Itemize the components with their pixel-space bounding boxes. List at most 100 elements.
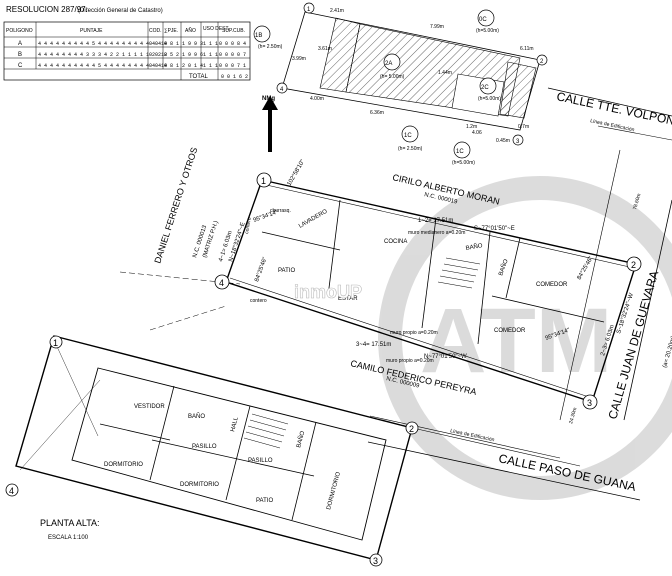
svg-text:2: 2	[409, 424, 414, 434]
svg-text:DORMITORIO: DORMITORIO	[180, 482, 219, 488]
svg-text:2C: 2C	[481, 85, 489, 91]
svg-text:A: A	[18, 41, 22, 47]
svg-text:0 0 0 7 1: 0 0 0 7 1	[219, 63, 246, 69]
upper-floor-scale: ESCALA 1:100	[48, 535, 89, 541]
svg-text:Línea de Edificación: Línea de Edificación	[450, 428, 496, 443]
svg-text:2: 2	[631, 260, 636, 270]
svg-text:S~77°01'50"~E: S~77°01'50"~E	[474, 226, 515, 232]
svg-text:DORMITORIO: DORMITORIO	[326, 471, 342, 510]
svg-text:1.44m: 1.44m	[438, 70, 452, 76]
brand-watermark: inmoUP	[294, 282, 363, 303]
svg-text:muro propio a=0.20m: muro propio a=0.20m	[390, 330, 438, 336]
svg-text:1C: 1C	[456, 149, 464, 155]
svg-text:contero: contero	[250, 298, 267, 304]
svg-text:BAÑO: BAÑO	[188, 413, 205, 420]
upper-floor-plan: VESTIDOR BAÑO HALL BAÑO PASILLO PASILLO …	[5, 335, 419, 567]
svg-text:∑PJE.: ∑PJE.	[164, 28, 178, 34]
svg-text:2.41m: 2.41m	[330, 8, 344, 14]
svg-text:SUP.CUB.: SUP.CUB.	[222, 28, 245, 34]
svg-text:(h= 2.50m): (h= 2.50m)	[258, 44, 283, 50]
svg-text:3.61m: 3.61m	[318, 46, 332, 52]
street-guevara: CALLE JUAN DE GUEVARA	[605, 269, 661, 421]
upper-floor-title: PLANTA ALTA:	[40, 518, 100, 528]
svg-text:inmoUP: inmoUP	[294, 282, 362, 302]
svg-text:ESTAR: ESTAR	[338, 296, 358, 302]
svg-text:muro medianero a=0.20m: muro medianero a=0.20m	[408, 230, 465, 236]
svg-text:1 9 9 3: 1 9 9 3	[182, 41, 203, 47]
svg-text:0 0 1: 0 0 1	[149, 41, 164, 47]
svg-text:PASILLO: PASILLO	[192, 444, 217, 450]
svg-text:95°34'14": 95°34'14"	[253, 209, 279, 223]
svg-text:0 0 1: 0 0 1	[149, 52, 164, 58]
svg-text:DANIEL FERRERO Y OTROS: DANIEL FERRERO Y OTROS	[152, 146, 199, 265]
svg-text:1~2= 17.51m: 1~2= 17.51m	[418, 218, 453, 224]
svg-text:0.45m: 0.45m	[496, 138, 510, 144]
svg-text:4 4 4 4 4 4 4 4 4 5 4 4 4 4 4: 4 4 4 4 4 4 4 4 4 5 4 4 4 4 4 4 4 4 4 4 …	[38, 41, 167, 47]
resolution-table: RESOLUCION 287/97: (Dirección General de…	[3, 5, 251, 81]
svg-text:POLIGONO: POLIGONO	[6, 28, 33, 34]
svg-text:3: 3	[373, 556, 378, 566]
svg-text:4 4 4 4 4 4 4 4 3 3 3 4 2 2 1: 4 4 4 4 4 4 4 4 3 3 3 4 2 2 1 1 1 1 1 2 …	[38, 52, 167, 58]
svg-text:COMEDOR: COMEDOR	[536, 282, 568, 288]
svg-text:1: 1	[261, 176, 266, 186]
svg-text:DORMITORIO: DORMITORIO	[104, 462, 143, 468]
svg-text:churrasq.: churrasq.	[270, 208, 291, 214]
svg-text:1.2m: 1.2m	[466, 124, 477, 130]
svg-text:0.7m: 0.7m	[518, 124, 529, 130]
svg-text:0 0 1: 0 0 1	[149, 63, 164, 69]
svg-text:1 1 1: 1 1 1	[203, 63, 218, 69]
svg-text:102°58'10": 102°58'10"	[287, 159, 307, 187]
svg-text:6.11m: 6.11m	[520, 46, 534, 52]
svg-text:2A: 2A	[385, 61, 392, 67]
svg-text:7.99m: 7.99m	[430, 24, 444, 30]
svg-text:1B: 1B	[255, 33, 262, 39]
svg-text:BAÑO: BAÑO	[295, 430, 306, 449]
svg-text:1: 1	[307, 7, 311, 13]
svg-text:HALL: HALL	[230, 416, 240, 433]
svg-text:COCINA: COCINA	[384, 239, 407, 245]
north-arrow-icon: NMg	[262, 96, 278, 152]
svg-text:(h=5.00m): (h=5.00m)	[476, 28, 499, 34]
svg-text:C: C	[18, 63, 23, 69]
watermark-text: ATM	[420, 290, 612, 392]
svg-text:4: 4	[219, 278, 224, 288]
svg-text:muro propio a=0.20m: muro propio a=0.20m	[386, 358, 434, 364]
svg-text:1 1 1: 1 1 1	[203, 41, 218, 47]
svg-text:4: 4	[9, 486, 14, 496]
svg-text:COD.: COD.	[149, 28, 162, 34]
svg-text:0 0 0 0 7: 0 0 0 0 7	[219, 52, 246, 58]
svg-text:0C: 0C	[479, 17, 487, 23]
svg-text:N~77°01'50"~W: N~77°01'50"~W	[424, 354, 467, 360]
svg-text:0 0 0 8 4: 0 0 0 8 4	[219, 41, 246, 47]
svg-text:B: B	[18, 52, 22, 58]
svg-text:4.06: 4.06	[472, 130, 482, 136]
svg-text:0 8 1: 0 8 1	[164, 41, 179, 47]
svg-text:4: 4	[280, 87, 284, 93]
svg-text:1 1 1: 1 1 1	[203, 52, 218, 58]
svg-text:4 4 4 4 4 4 4 4 4 4 5 4 4 4 4: 4 4 4 4 4 4 4 4 4 4 5 4 4 4 4 4 4 4 4 4 …	[38, 63, 167, 69]
svg-text:3: 3	[516, 139, 520, 145]
svg-text:BAÑO: BAÑO	[465, 242, 483, 252]
svg-text:USO DEST.: USO DEST.	[203, 26, 229, 32]
svg-text:1: 1	[53, 338, 58, 348]
svg-text:(a= 20.20m): (a= 20.20m)	[662, 336, 672, 369]
svg-text:PUNTAJE: PUNTAJE	[80, 28, 103, 34]
svg-text:VESTIDOR: VESTIDOR	[134, 404, 165, 410]
svg-text:(h=5.00m): (h=5.00m)	[452, 160, 475, 166]
svg-text:1 9 9 6: 1 9 9 6	[182, 52, 203, 58]
svg-text:0 5 2: 0 5 2	[164, 52, 179, 58]
svg-text:LAVADERO: LAVADERO	[298, 208, 329, 229]
svg-text:(h= 5.00m): (h= 5.00m)	[380, 74, 405, 80]
svg-text:78.60m: 78.60m	[632, 193, 642, 211]
svg-text:AÑO: AÑO	[185, 27, 196, 34]
svg-text:2 0 1 4: 2 0 1 4	[182, 63, 203, 69]
resolution-title: RESOLUCION 287/97:	[6, 5, 88, 14]
svg-text:PASILLO: PASILLO	[248, 458, 273, 464]
svg-text:3: 3	[587, 398, 592, 408]
svg-text:24.30m: 24.30m	[568, 407, 578, 425]
svg-text:(h= 2.50m): (h= 2.50m)	[398, 146, 423, 152]
svg-text:2: 2	[540, 59, 544, 65]
resolution-subtitle: (Dirección General de Catastro)	[78, 8, 163, 14]
north-label: NMg	[262, 96, 275, 102]
svg-text:3.99m: 3.99m	[292, 56, 306, 62]
